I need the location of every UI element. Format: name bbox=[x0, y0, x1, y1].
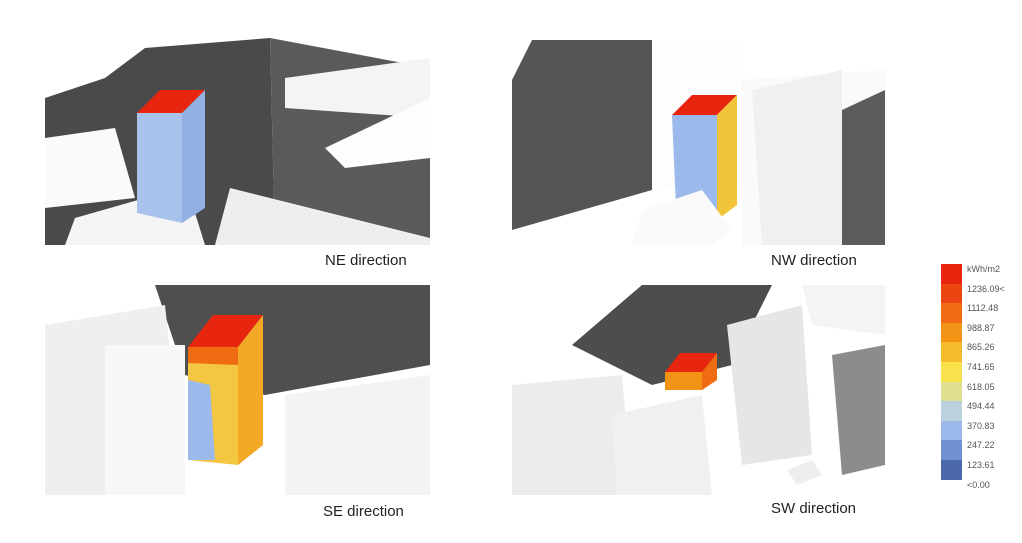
legend-swatch bbox=[941, 303, 962, 323]
legend-swatch bbox=[941, 264, 962, 284]
legend-label: <0.00 bbox=[967, 479, 990, 490]
legend-label: 1112.48 bbox=[967, 303, 999, 314]
sw-caption: SW direction bbox=[771, 500, 857, 517]
sw-render bbox=[512, 285, 885, 495]
legend-swatch bbox=[941, 401, 962, 421]
legend-label: 618.05 bbox=[967, 381, 995, 392]
legend-label: 370.83 bbox=[967, 420, 995, 431]
nw-render bbox=[512, 40, 885, 245]
legend-label: 494.44 bbox=[967, 401, 995, 412]
legend-label: 865.26 bbox=[967, 342, 995, 353]
legend-swatch bbox=[941, 460, 962, 480]
legend-swatch bbox=[941, 440, 962, 460]
se-render bbox=[45, 285, 430, 495]
ne-render bbox=[45, 38, 430, 245]
legend-label: 1236.09< bbox=[967, 283, 1005, 294]
legend-label: 988.87 bbox=[967, 322, 995, 333]
legend-swatch bbox=[941, 362, 962, 382]
legend-label: 247.22 bbox=[967, 440, 995, 451]
legend-swatch bbox=[941, 420, 962, 441]
legend-label: 123.61 bbox=[967, 460, 995, 470]
legend-swatch bbox=[941, 322, 962, 343]
legend-swatch bbox=[941, 342, 962, 362]
nw-caption: NW direction bbox=[771, 252, 857, 269]
legend-unit: kWh/m2 bbox=[967, 264, 1001, 274]
legend-swatch bbox=[941, 381, 962, 402]
legend-swatch bbox=[941, 283, 962, 304]
se-caption: SE direction bbox=[323, 503, 404, 520]
legend-label: 741.65 bbox=[967, 362, 995, 372]
ne-caption: NE direction bbox=[325, 252, 407, 269]
